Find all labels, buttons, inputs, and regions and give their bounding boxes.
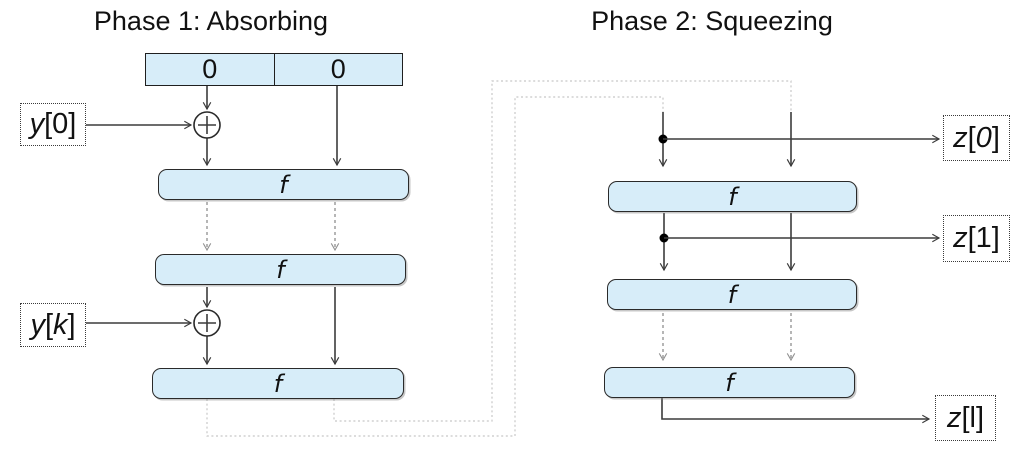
output-label-zl: z[l]: [935, 395, 996, 441]
arrow-to-zl: [661, 398, 931, 424]
label-text: ]: [67, 308, 76, 341]
loop-connector-inner: [333, 80, 792, 422]
state-cell: 0: [273, 54, 403, 85]
label-text: y: [30, 308, 45, 341]
input-label-y0: y[0]: [20, 103, 86, 146]
f-box-absorb-2: f: [155, 254, 406, 285]
phase1-title: Phase 1: Absorbing: [93, 6, 329, 36]
label-text: z: [953, 222, 968, 254]
output-label-z0: z[0]: [943, 115, 1010, 161]
state-register: 0 0: [145, 53, 403, 86]
f-box-absorb-1: f: [158, 169, 409, 200]
label-text: 0: [975, 121, 992, 154]
label-text: [l]: [961, 401, 985, 434]
label-text: [: [44, 308, 53, 341]
xor-icon: [193, 309, 221, 337]
output-label-z1: z[1]: [943, 215, 1010, 262]
f-box-squeeze-2: f: [607, 279, 857, 310]
label-text: k: [53, 308, 68, 341]
label-text: z: [946, 401, 962, 434]
label-text: y: [29, 108, 45, 140]
label-text: [0]: [44, 108, 77, 140]
label-text: [: [967, 121, 976, 154]
phase2-title: Phase 2: Squeezing: [591, 6, 833, 36]
xor-icon: [193, 111, 221, 139]
label-text: ]: [991, 121, 1000, 154]
label-text: z: [953, 121, 968, 154]
state-cell: 0: [202, 54, 218, 84]
input-label-yk: y[k]: [20, 303, 86, 347]
f-box-squeeze-3: f: [604, 367, 855, 398]
f-box-squeeze-1: f: [608, 181, 857, 212]
label-text: [1]: [967, 222, 1000, 254]
f-box-absorb-3: f: [152, 368, 404, 399]
